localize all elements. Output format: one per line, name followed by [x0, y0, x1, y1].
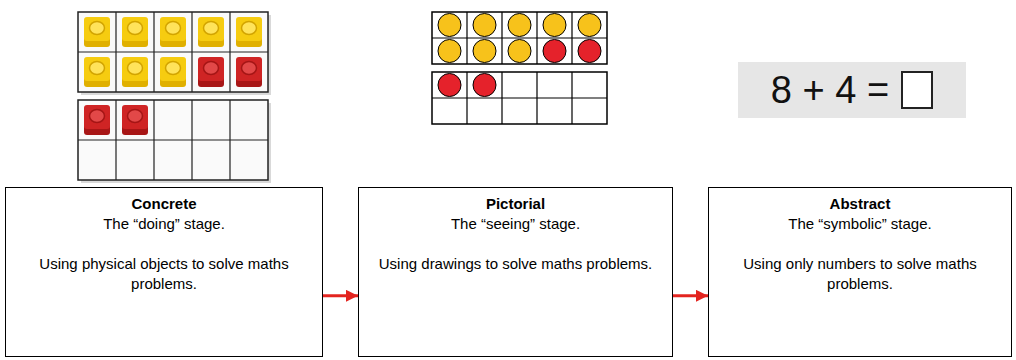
stage-box: ConcreteThe “doing” stage. Using physical…: [5, 187, 323, 357]
stage-box: PictorialThe “seeing” stage. Using drawin…: [358, 187, 673, 357]
number-sentence: 8 + 4 =: [771, 68, 889, 112]
stage-heading: Abstract: [719, 194, 1001, 214]
stage-text: Using drawings to solve maths problems.: [369, 254, 662, 274]
stage-arrow: [323, 294, 358, 297]
answer-box: [901, 71, 933, 109]
stage-arrow: [673, 294, 708, 297]
ten-frame-drawing: [432, 12, 607, 124]
stage-text: The “seeing” stage.: [369, 214, 662, 234]
stage-box: AbstractThe “symbolic” stage. Using only …: [708, 187, 1012, 357]
ten-frame-photo: [78, 12, 271, 183]
stage-heading: Concrete: [16, 194, 312, 214]
stage-text: The “symbolic” stage.: [719, 214, 1001, 234]
stage-text: Using physical objects to solve maths pr…: [16, 254, 312, 294]
stage-text: The “doing” stage.: [16, 214, 312, 234]
stage-text: Using only numbers to solve maths proble…: [719, 254, 1001, 294]
stage-heading: Pictorial: [369, 194, 662, 214]
equation-box: 8 + 4 =: [738, 62, 966, 118]
